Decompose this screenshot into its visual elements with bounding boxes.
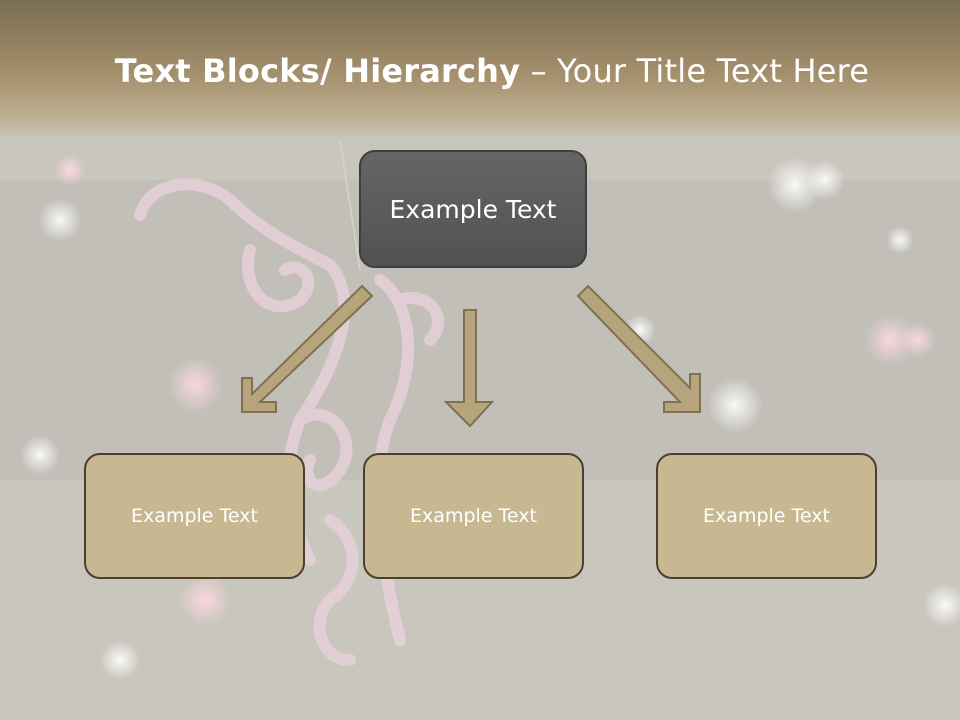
arrow-center [443,309,495,428]
title-rest-part: – Your Title Text Here [520,52,870,90]
child-box-left[interactable]: Example Text [84,453,305,579]
top-level-box[interactable]: Example Text [359,150,587,268]
arrow-left [241,284,374,413]
child-box-label: Example Text [703,505,830,527]
child-box-label: Example Text [131,505,258,527]
title-bold-part: Text Blocks/ Hierarchy [114,52,521,90]
title-band [0,0,960,140]
child-box-center[interactable]: Example Text [363,453,584,579]
slide-title: Text Blocks/ Hierarchy – Your Title Text… [0,52,960,90]
child-box-right[interactable]: Example Text [656,453,877,579]
child-box-label: Example Text [410,505,537,527]
arrow-right [576,284,701,413]
top-level-label: Example Text [389,194,557,224]
